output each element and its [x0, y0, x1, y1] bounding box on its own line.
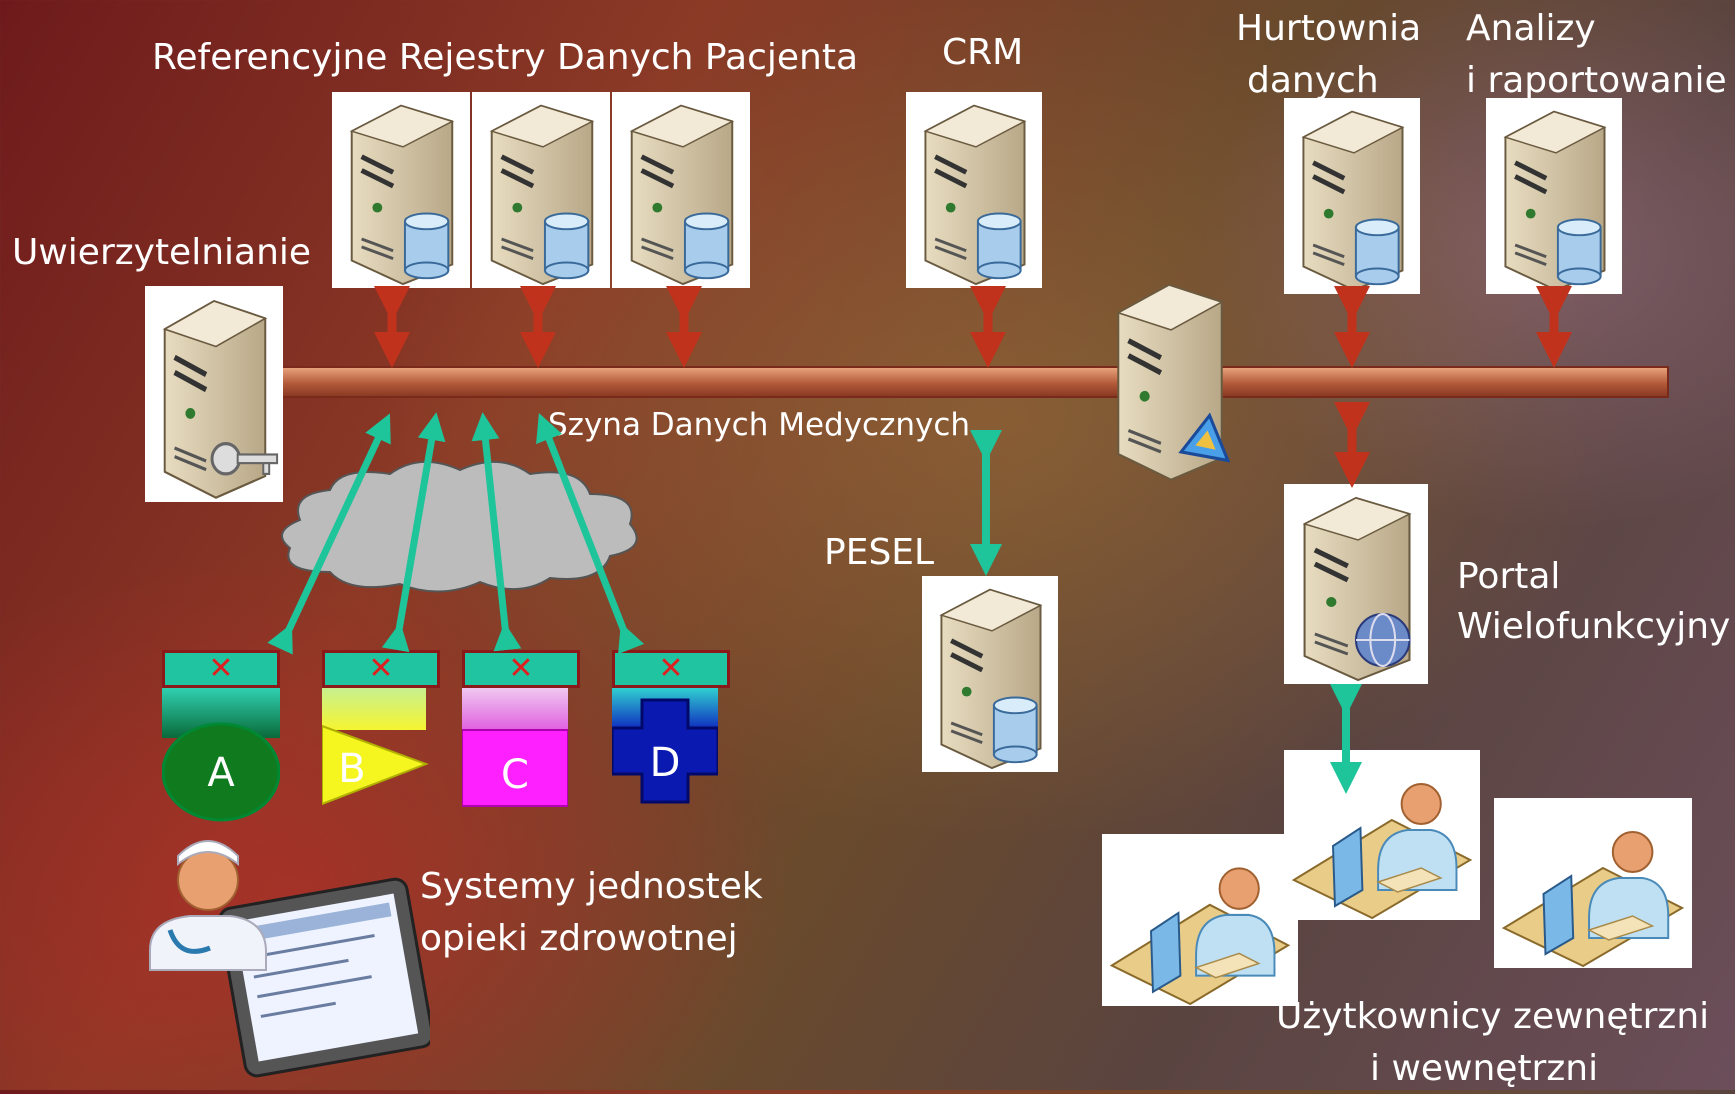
system-a-bus-arrow: [267, 413, 391, 655]
user-workstation-3: [1494, 798, 1692, 968]
registry-server-3: [612, 92, 750, 288]
system-a-letter: A: [207, 750, 235, 796]
crm-server: [906, 92, 1042, 288]
system-c-bus-arrow: [471, 412, 522, 652]
system-d: ✕ D: [612, 650, 730, 826]
analytics-server: [1486, 98, 1622, 294]
system-b-shape: [322, 688, 429, 806]
user-workstation-2: [1284, 750, 1480, 920]
users-label-1: Użytkownicy zewnętrzni: [1276, 996, 1710, 1037]
system-d-bus-arrow: [536, 412, 645, 655]
systems-label-2: opieki zdrowotnej: [420, 918, 738, 959]
registry-server-2: [472, 92, 610, 288]
registry-server-1: [332, 92, 470, 288]
pesel-server: [922, 576, 1058, 772]
network-cloud-icon: [281, 460, 638, 593]
auth-label: Uwierzytelnianie: [12, 232, 312, 273]
analytics-label-2: i raportowanie: [1466, 60, 1727, 101]
close-icon: ✕: [208, 651, 234, 686]
system-c-shape: [462, 688, 568, 807]
user-workstation-1: [1102, 834, 1298, 1006]
portal-label-1: Portal: [1457, 556, 1561, 597]
pesel-label: PESEL: [824, 532, 935, 573]
system-c: ✕ C: [462, 650, 580, 826]
warehouse-server: [1284, 98, 1420, 294]
system-a: ✕ A: [162, 650, 280, 826]
users-label-2: i wewnętrzni: [1370, 1048, 1599, 1089]
doctor-with-tablet-icon: [149, 840, 430, 1078]
system-d-letter: D: [649, 740, 681, 786]
system-b: ✕ B: [322, 650, 440, 826]
auth-server: [145, 286, 283, 502]
close-icon: ✕: [508, 651, 534, 686]
systems-label-1: Systemy jednostek: [420, 866, 763, 907]
warehouse-label-1: Hurtownia: [1236, 8, 1422, 49]
bus-label: Szyna Danych Medycznych: [548, 407, 971, 443]
analytics-label-1: Analizy: [1466, 8, 1596, 49]
system-c-letter: C: [501, 752, 529, 798]
system-b-letter: B: [338, 746, 366, 792]
registries-label: Referencyjne Rejestry Danych Pacjenta: [152, 37, 859, 78]
close-icon: ✕: [368, 651, 394, 686]
portal-server: [1284, 484, 1428, 684]
warehouse-label-2: danych: [1247, 60, 1379, 101]
system-d-shape: [612, 688, 718, 804]
medical-data-bus: [270, 366, 1669, 398]
system-a-shape: [162, 688, 280, 822]
system-b-bus-arrow: [381, 412, 446, 653]
crm-label: CRM: [942, 32, 1024, 73]
bus-server: [1098, 270, 1240, 484]
portal-label-2: Wielofunkcyjny: [1457, 606, 1731, 647]
close-icon: ✕: [658, 651, 684, 686]
